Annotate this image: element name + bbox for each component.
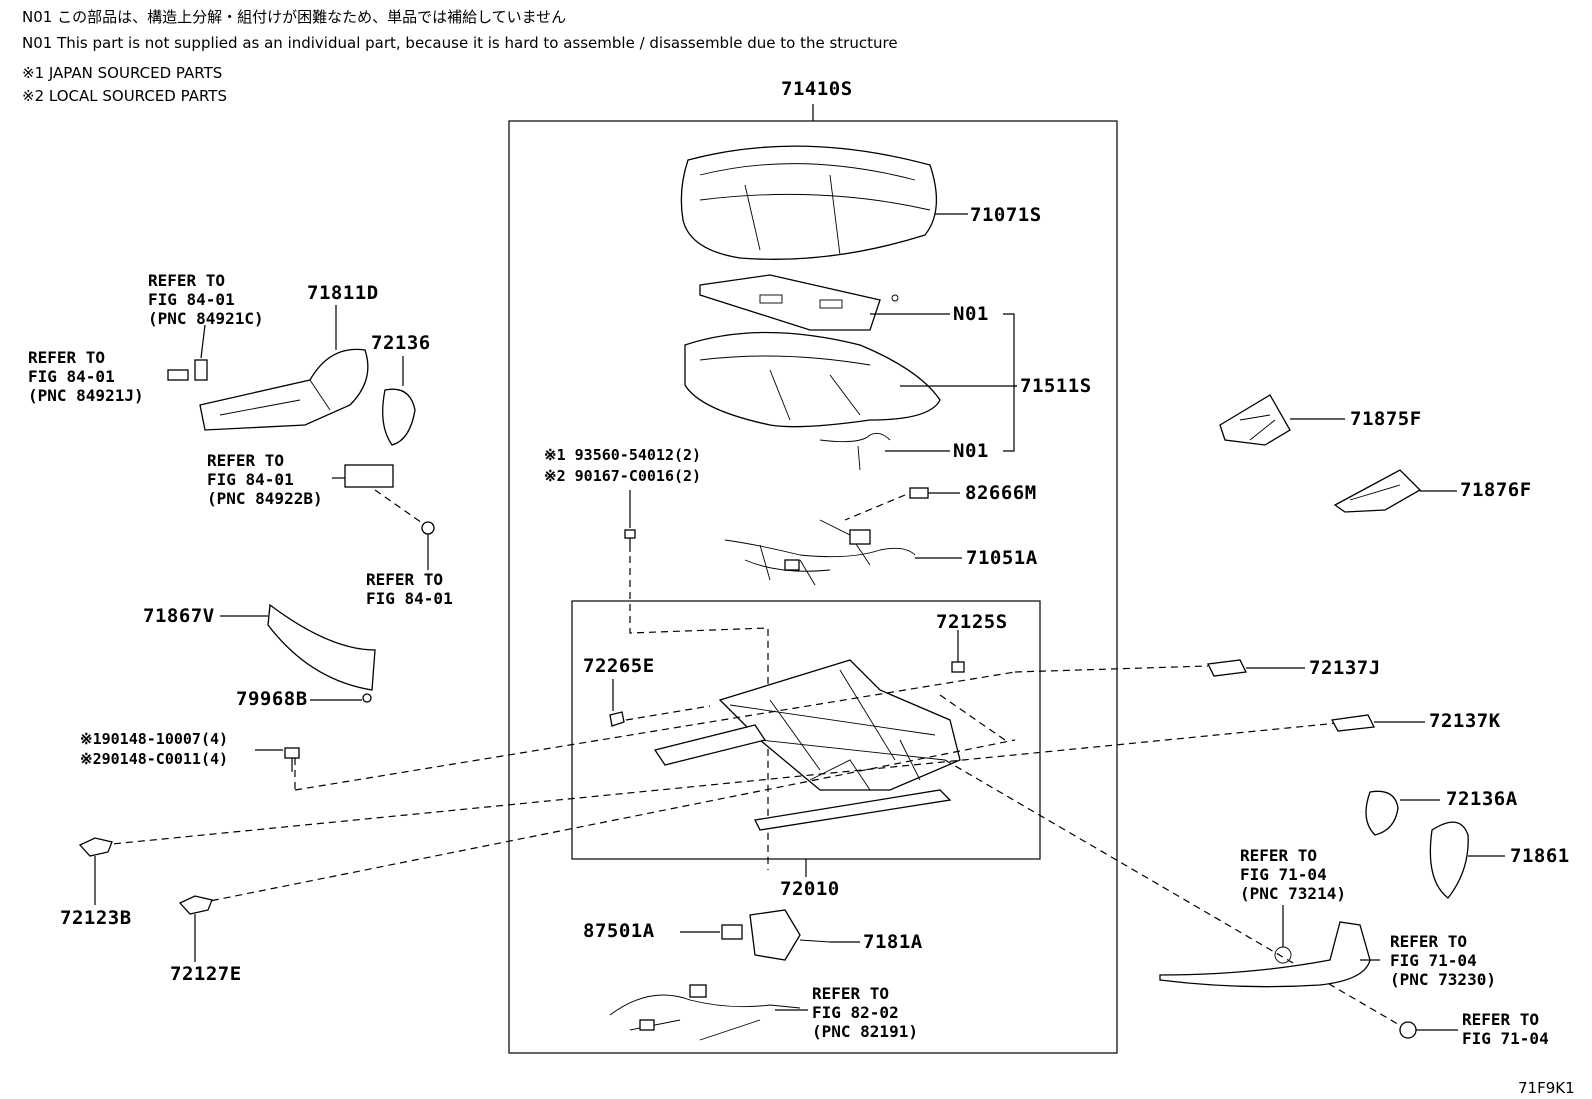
refer-fig: FIG 82-02 — [812, 1003, 899, 1022]
refer-fig: FIG 84-01 — [28, 367, 115, 386]
refer-fig-71-04[interactable]: REFER TO FIG 71-04 — [1462, 1010, 1549, 1048]
seat-cushion-pad-drawing — [684, 331, 941, 428]
switch-84922b-drawing — [344, 464, 394, 488]
refer-line: REFER TO — [1390, 932, 1468, 951]
label-71511s: 71511S — [1020, 375, 1092, 397]
label-72125s: 72125S — [936, 611, 1008, 633]
refer-pnc: (PNC 84921J) — [28, 386, 144, 405]
label-87501a: 87501A — [583, 920, 655, 942]
refer-line: REFER TO — [28, 348, 106, 367]
label-71876f: 71876F — [1460, 479, 1532, 501]
refer-line: REFER TO — [812, 984, 890, 1003]
knob-84921c-drawing — [194, 359, 208, 381]
label-71811d: 71811D — [307, 282, 379, 304]
label-72123b: 72123B — [60, 907, 132, 929]
note-n01-english: N01 This part is not supplied as an indi… — [22, 34, 898, 52]
side-shield-71811d-drawing — [199, 348, 369, 431]
bolt-b-partno-local: ※290148-C0011(4) — [80, 750, 229, 768]
label-72136: 72136 — [371, 332, 431, 354]
motor-7181a-drawing — [749, 909, 831, 961]
cushion-wire-harness-drawing — [724, 519, 916, 586]
seat-belt-buckle-drawing — [1159, 921, 1417, 1039]
label-82666m: 82666M — [965, 482, 1037, 504]
label-71071s: 71071S — [970, 204, 1042, 226]
refer-line: REFER TO — [366, 570, 444, 589]
clip-79968b-drawing — [362, 693, 372, 703]
seat-heater-mat-drawing — [699, 274, 899, 331]
label-79968b: 79968B — [236, 688, 308, 710]
label-72137j: 72137J — [1309, 657, 1381, 679]
connector-82666m-drawing — [909, 487, 929, 499]
refer-pnc: (PNC 73230) — [1390, 970, 1496, 989]
refer-line: REFER TO — [1462, 1010, 1540, 1029]
refer-fig: FIG 84-01 — [207, 470, 294, 489]
clip-72265e-drawing — [609, 711, 625, 727]
diagram-code: 71F9K1 — [1518, 1079, 1575, 1097]
screw-drawing — [421, 521, 435, 535]
bolt-b-partno-japan: ※190148-10007(4) — [80, 730, 229, 748]
cover-72136a-drawing — [1365, 790, 1399, 836]
seat-cover-72136-drawing — [382, 388, 416, 446]
refer-pnc-73230[interactable]: REFER TO FIG 71-04 (PNC 73230) — [1390, 932, 1496, 989]
sensor-87501a-drawing — [721, 924, 743, 940]
pad-wire-drawing — [819, 432, 891, 471]
hinge-cover-71876f-drawing — [1333, 469, 1422, 513]
refer-line: REFER TO — [1240, 846, 1318, 865]
label-72137k: 72137K — [1429, 710, 1501, 732]
note-n01-japanese: N01 この部品は、構造上分解・組付けが困難なため、単品では補給していません — [22, 8, 567, 26]
label-71875f: 71875F — [1350, 408, 1422, 430]
refer-fig: FIG 71-04 — [1390, 951, 1477, 970]
refer-fig: FIG 71-04 — [1462, 1029, 1549, 1048]
cover-71861-drawing — [1429, 821, 1469, 899]
label-71867v: 71867V — [143, 605, 215, 627]
label-72010: 72010 — [780, 878, 840, 900]
note-local-sourced: ※2 LOCAL SOURCED PARTS — [22, 87, 227, 105]
note-japan-sourced: ※1 JAPAN SOURCED PARTS — [22, 64, 223, 82]
label-71861: 71861 — [1510, 845, 1570, 867]
refer-pnc: (PNC 84921C) — [148, 309, 264, 328]
clip-72123b-drawing — [78, 837, 113, 857]
label-n01-top: N01 — [953, 303, 989, 325]
label-72265e: 72265E — [583, 655, 655, 677]
hinge-cover-71875f-drawing — [1219, 394, 1291, 446]
label-72136a: 72136A — [1446, 788, 1518, 810]
cover-72137k-drawing — [1330, 714, 1375, 732]
label-71410s: 71410S — [781, 78, 853, 100]
bolt-72125s-drawing — [951, 644, 965, 673]
label-72127e: 72127E — [170, 963, 242, 985]
refer-fig-84-01[interactable]: REFER TO FIG 84-01 — [366, 570, 453, 608]
refer-pnc: (PNC 82191) — [812, 1022, 918, 1041]
bolt-a-partno-japan: ※1 93560-54012(2) — [544, 446, 702, 464]
refer-fig: FIG 84-01 — [366, 589, 453, 608]
label-n01-bottom: N01 — [953, 440, 989, 462]
seat-cushion-assembly-box — [508, 120, 1118, 1054]
refer-pnc-84921j[interactable]: REFER TO FIG 84-01 (PNC 84921J) — [28, 348, 144, 405]
seat-cushion-cover-drawing — [680, 145, 938, 260]
refer-pnc-84921c[interactable]: REFER TO FIG 84-01 (PNC 84921C) — [148, 271, 264, 328]
refer-pnc-82191[interactable]: REFER TO FIG 82-02 (PNC 82191) — [812, 984, 918, 1041]
bolt-93560-drawing — [624, 529, 636, 552]
label-7181a: 7181A — [863, 931, 923, 953]
refer-pnc-73214[interactable]: REFER TO FIG 71-04 (PNC 73214) — [1240, 846, 1346, 903]
bolt-90148-drawing — [284, 747, 300, 772]
knob-84921j-drawing — [167, 369, 189, 381]
refer-pnc: (PNC 73214) — [1240, 884, 1346, 903]
refer-pnc-84922b[interactable]: REFER TO FIG 84-01 (PNC 84922B) — [207, 451, 323, 508]
refer-fig: FIG 71-04 — [1240, 865, 1327, 884]
bolt-a-partno-local: ※2 90167-C0016(2) — [544, 467, 702, 485]
clip-72127e-drawing — [178, 895, 213, 915]
refer-fig: FIG 84-01 — [148, 290, 235, 309]
refer-line: REFER TO — [148, 271, 226, 290]
cover-72137j-drawing — [1207, 659, 1247, 677]
refer-line: REFER TO — [207, 451, 285, 470]
refer-pnc: (PNC 84922B) — [207, 489, 323, 508]
seat-adjuster-frame-drawing — [653, 659, 961, 831]
label-71051a: 71051A — [966, 547, 1038, 569]
trim-cover-71867v-drawing — [267, 603, 376, 691]
seat-wire-harness-drawing — [609, 984, 801, 1041]
